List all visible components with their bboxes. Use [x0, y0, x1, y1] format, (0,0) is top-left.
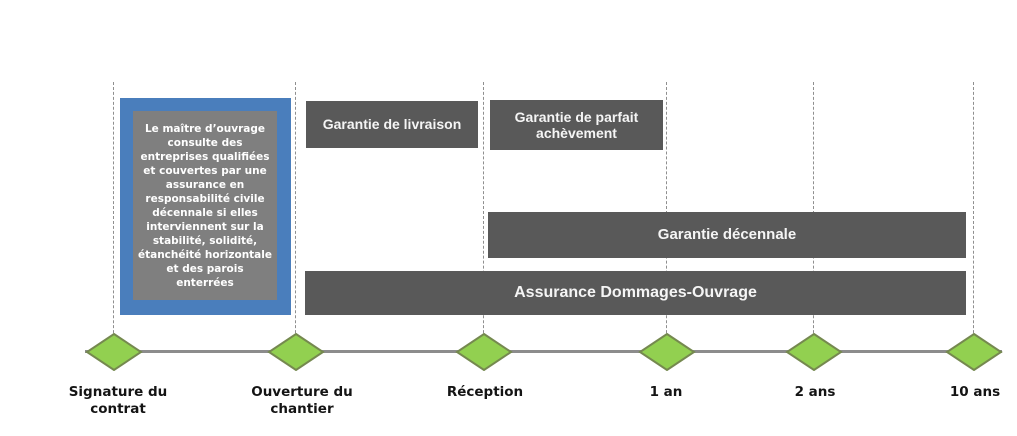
note-callout: Le maître d’ouvrage consulte des entrepr… — [120, 98, 291, 315]
milestone-diamond-icon — [785, 333, 843, 371]
dashed-guideline-signature — [113, 82, 114, 348]
dashed-guideline-10ans — [973, 82, 974, 348]
bar-assurance-dommages-ouvrage-label: Assurance Dommages-Ouvrage — [514, 283, 757, 301]
milestone-diamond-icon — [638, 333, 696, 371]
milestone-label-2ans: 2 ans — [794, 384, 836, 400]
dashed-guideline-ouverture — [295, 82, 296, 348]
milestone-diamond-icon — [267, 333, 325, 371]
milestone-label-10ans: 10 ans — [949, 384, 1001, 400]
milestone-label-signature: Signature du contrat — [68, 384, 168, 417]
milestone-label-1an: 1 an — [649, 384, 683, 400]
dashed-guideline-reception — [483, 82, 484, 348]
milestone-diamond-icon — [85, 333, 143, 371]
bar-assurance-dommages-ouvrage: Assurance Dommages-Ouvrage — [305, 271, 966, 315]
milestone-label-reception: Réception — [446, 384, 524, 400]
milestone-label-ouverture: Ouverture du chantier — [251, 384, 353, 417]
bar-garantie-livraison: Garantie de livraison — [306, 101, 478, 148]
note-text: Le maître d’ouvrage consulte des entrepr… — [137, 122, 272, 289]
bar-garantie-decennale-label: Garantie décennale — [657, 226, 797, 244]
bar-garantie-decennale: Garantie décennale — [488, 212, 966, 258]
bar-garantie-parfait-achevement-label: Garantie de parfait achèvement — [514, 108, 639, 141]
timeline-axis — [85, 350, 1002, 353]
bar-garantie-livraison-label: Garantie de livraison — [322, 116, 462, 133]
note-callout-inner: Le maître d’ouvrage consulte des entrepr… — [133, 111, 277, 300]
milestone-diamond-icon — [945, 333, 1003, 371]
milestone-diamond-icon — [455, 333, 513, 371]
bar-garantie-parfait-achevement: Garantie de parfait achèvement — [490, 100, 663, 150]
